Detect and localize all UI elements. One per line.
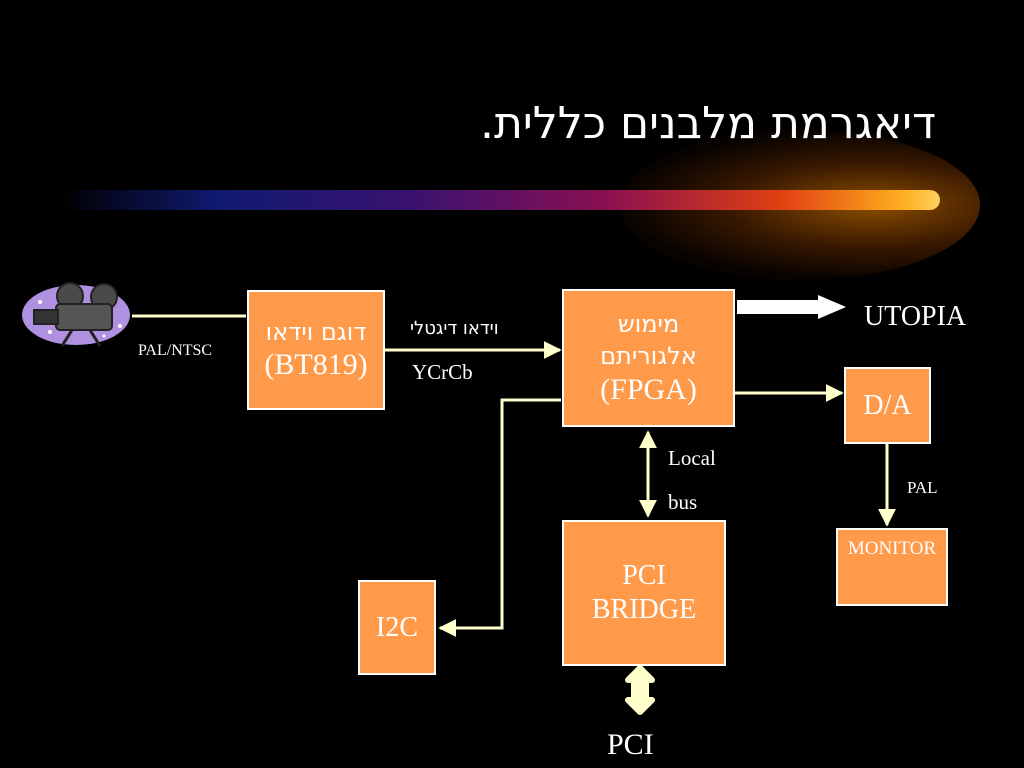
video-decoder-model: (BT819): [264, 348, 368, 381]
i2c-label: I2C: [376, 611, 418, 643]
video-decoder-label: דוגם וידאו: [265, 318, 367, 346]
monitor-label: MONITOR: [847, 538, 937, 559]
pal-ntsc-label: PAL/NTSC: [138, 342, 213, 359]
pci-bridge-label-line2: BRIDGE: [591, 594, 697, 625]
fpga-label-line2: אלגוריתם: [600, 342, 697, 370]
monitor-box: MONITOR: [836, 528, 948, 606]
i2c-control-arrow: [438, 398, 561, 637]
digital-video-label: וידאו דיגטלי: [410, 318, 499, 339]
fpga-label-line1: מימוש: [617, 310, 680, 338]
da-box: D/A: [844, 367, 931, 444]
fpga-box: מימוש אלגוריתם (FPGA): [562, 289, 735, 427]
ycrcb-label: YCrCb: [412, 360, 473, 384]
pci-bridge-label-line1: PCI: [622, 560, 666, 591]
fpga-label-line3: (FPGA): [600, 373, 697, 406]
utopia-arrow: [737, 295, 846, 319]
video-decoder-box: דוגם וידאו (BT819): [247, 290, 385, 410]
pal-label: PAL: [907, 478, 938, 497]
da-label: D/A: [863, 389, 912, 421]
bus-label: bus: [668, 490, 698, 514]
movie-camera-icon: [22, 282, 130, 347]
utopia-label: UTOPIA: [864, 301, 967, 332]
pci-bus-arrow: [625, 665, 655, 715]
pci-label: PCI: [607, 728, 654, 761]
page-title: דיאגרמת מלבנים כללית.: [479, 98, 936, 149]
local-label: Local: [668, 446, 716, 470]
title-underline-streak: [60, 190, 940, 210]
i2c-box: I2C: [358, 580, 436, 675]
pci-bridge-box: PCI BRIDGE: [562, 520, 726, 666]
